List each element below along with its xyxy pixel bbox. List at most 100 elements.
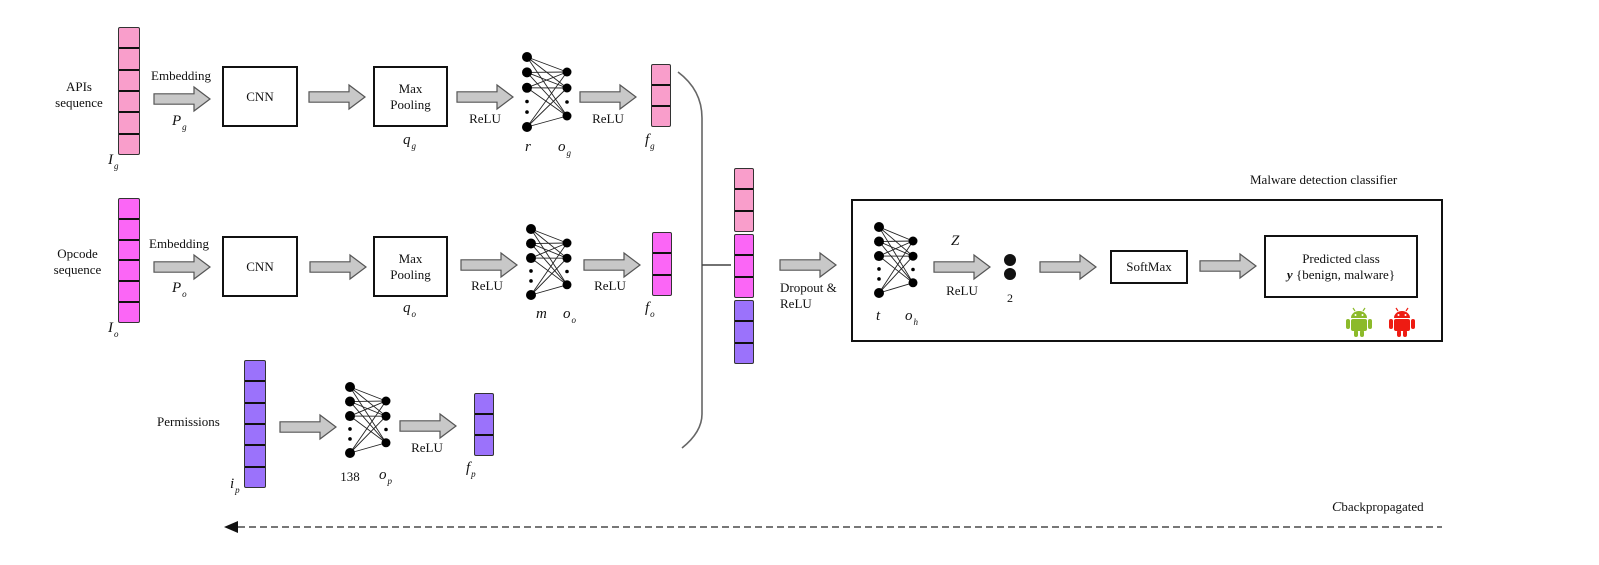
softmax-output-arrow xyxy=(1199,252,1257,280)
ellipsis-dot xyxy=(565,100,569,104)
api-relu2-arrow xyxy=(579,83,637,111)
api-relu1-arrow xyxy=(456,83,514,111)
block-arrow-icon xyxy=(279,413,337,441)
output-neuron xyxy=(562,238,572,248)
block-arrow-icon xyxy=(583,251,641,279)
concat-api-segment xyxy=(734,168,754,232)
opcode-input-var: Io xyxy=(108,320,119,339)
opcode-maxpool-var: qo xyxy=(403,300,416,319)
permission-feature-vector xyxy=(474,393,494,456)
permission-input-var: ip xyxy=(230,476,240,495)
backprop-label: Cbackpropagated xyxy=(1332,499,1424,515)
block-arrow-icon xyxy=(460,251,518,279)
api-maxpool-var: qg xyxy=(403,132,416,151)
opcode-cnn-arrow xyxy=(309,253,367,281)
connection xyxy=(526,71,568,128)
connection xyxy=(878,255,914,294)
input-neuron xyxy=(526,290,536,300)
api-feature-var: fg xyxy=(645,132,655,151)
input-neuron xyxy=(526,224,536,234)
block-arrow-icon xyxy=(779,251,837,279)
opcode-dense-layer xyxy=(525,224,573,300)
permission-relu-label: ReLU xyxy=(411,440,443,455)
connection xyxy=(349,400,387,402)
concatenation-brace xyxy=(677,71,731,449)
block-arrow-icon xyxy=(309,253,367,281)
predicted-class-box: Predicted class y {benign, malware} xyxy=(1264,235,1418,298)
z-label: Z xyxy=(951,233,960,249)
ellipsis-dot xyxy=(348,437,352,441)
api-embedding-var: Pg xyxy=(172,113,187,132)
connection xyxy=(530,257,568,286)
opcode-maxpool-box: Max Pooling xyxy=(373,236,448,297)
ellipsis-dot xyxy=(525,99,529,104)
permission-input-label: Permissions xyxy=(157,414,220,429)
connection xyxy=(349,400,387,454)
connection xyxy=(349,386,387,444)
classifier-dense-layer xyxy=(873,222,919,298)
output-neuron xyxy=(562,280,572,290)
output-neuron xyxy=(908,251,918,261)
connection xyxy=(878,240,914,257)
softmax-box: SoftMax xyxy=(1110,250,1188,284)
opcode-feature-var: fo xyxy=(645,300,655,319)
softmax-input-arrow xyxy=(1039,253,1097,281)
connection xyxy=(349,442,387,454)
input-neuron xyxy=(874,288,884,298)
input-neuron xyxy=(874,222,884,232)
dropout-arrow xyxy=(779,251,837,279)
opcode-embedding-var: Po xyxy=(172,280,187,299)
ellipsis-dot xyxy=(529,269,533,273)
connection xyxy=(530,243,568,286)
permission-dense-layer xyxy=(344,382,392,458)
connection xyxy=(530,242,568,296)
output-count: 2 xyxy=(1007,291,1013,305)
concatenated-vector xyxy=(734,168,754,364)
output-neuron xyxy=(562,111,572,121)
api-input-vector xyxy=(118,27,140,155)
api-cnn-box: CNN xyxy=(222,66,298,127)
block-arrow-icon xyxy=(456,83,514,111)
opcode-relu2-arrow xyxy=(583,251,641,279)
api-dense-in-var: r xyxy=(525,139,531,155)
backprop-dashed-arrow xyxy=(224,521,1442,533)
connection xyxy=(878,241,914,284)
opcode-dense-out-var: oo xyxy=(563,306,576,325)
block-arrow-icon xyxy=(153,253,211,281)
output-neuron xyxy=(562,83,572,93)
output-neuron xyxy=(562,67,572,77)
output-neuron xyxy=(908,278,918,288)
connection xyxy=(530,228,568,244)
z-relu-arrow xyxy=(933,253,991,281)
input-neuron xyxy=(526,253,536,264)
connection xyxy=(349,400,387,417)
connection xyxy=(526,56,568,117)
api-dense-out-var: og xyxy=(558,139,571,158)
input-neuron xyxy=(345,382,355,392)
output-neuron xyxy=(381,411,391,421)
block-arrow-icon xyxy=(308,83,366,111)
block-arrow-icon xyxy=(1199,252,1257,280)
connection xyxy=(526,56,568,73)
ellipsis-dot xyxy=(565,269,569,274)
api-relu2-label: ReLU xyxy=(592,111,624,126)
input-neuron xyxy=(874,251,884,262)
connection xyxy=(878,282,914,294)
connection xyxy=(349,386,387,402)
block-arrow-icon xyxy=(579,83,637,111)
ellipsis-dot xyxy=(877,267,881,271)
block-arrow-icon xyxy=(399,412,457,440)
ellipsis-dot xyxy=(529,279,533,283)
permission-relu-arrow xyxy=(399,412,457,440)
android-malware-icon xyxy=(1389,307,1415,337)
concat-opcode-segment xyxy=(734,234,754,298)
api-feature-vector xyxy=(651,64,671,127)
output-neuron xyxy=(381,396,391,406)
permission-dense-in-label: 138 xyxy=(340,469,360,484)
connection xyxy=(530,257,568,296)
ellipsis-dot xyxy=(525,110,529,114)
connection xyxy=(526,87,568,117)
permission-input-arrow xyxy=(279,413,337,441)
api-input-label: APIs sequence xyxy=(55,79,103,110)
connection xyxy=(530,284,568,296)
